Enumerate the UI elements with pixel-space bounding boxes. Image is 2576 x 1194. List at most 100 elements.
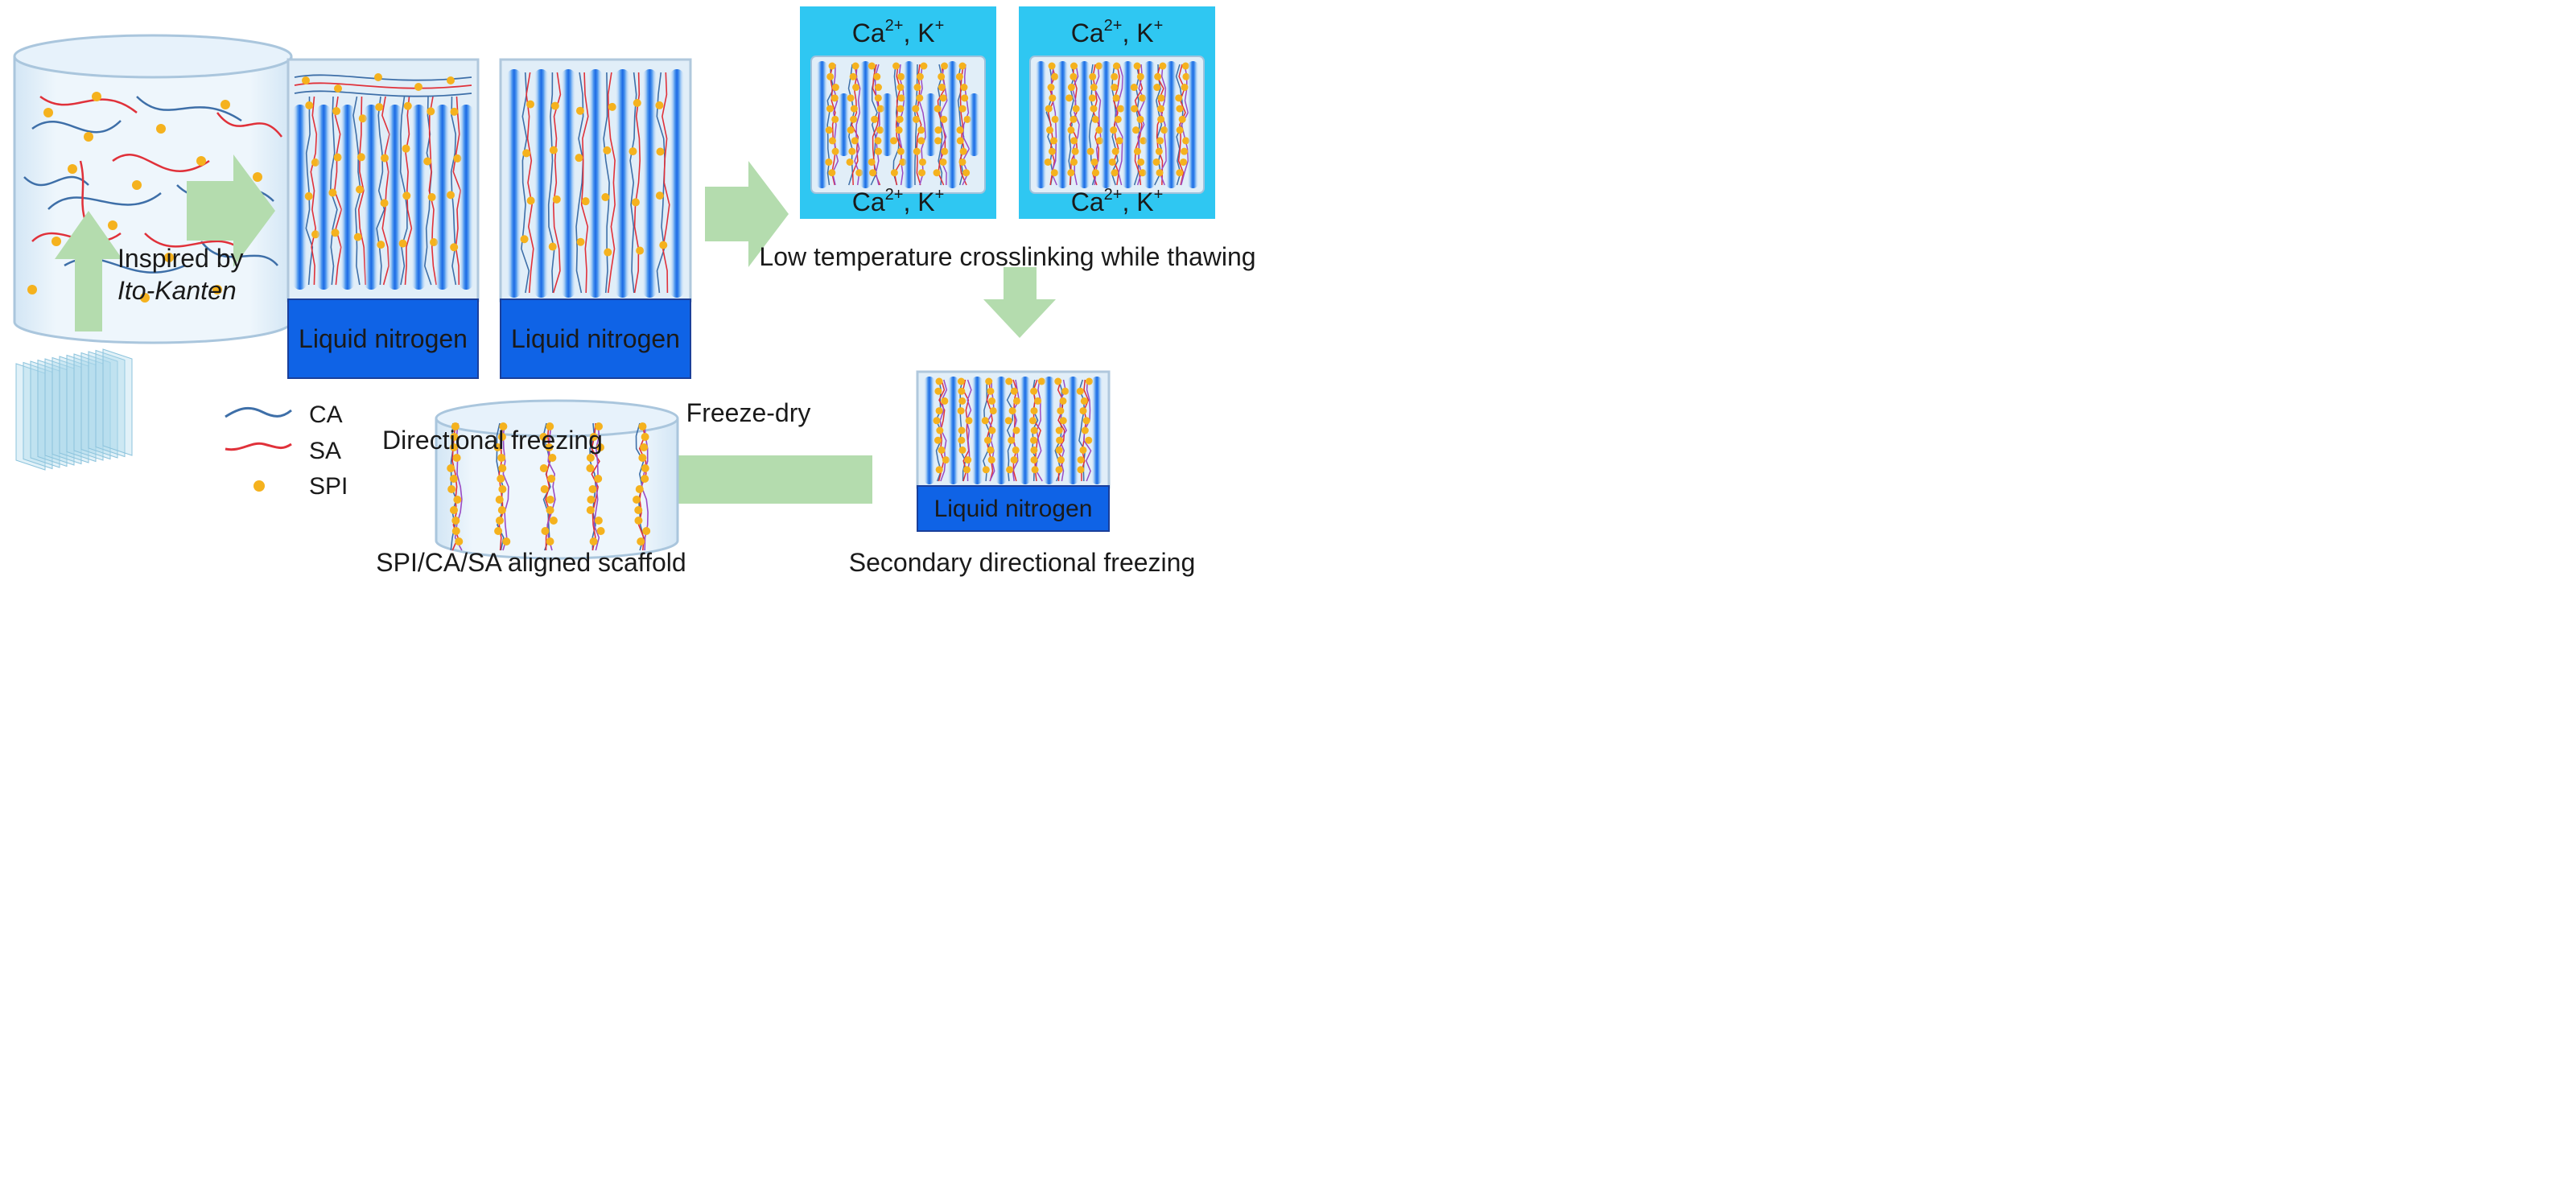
spi-particle bbox=[1176, 105, 1184, 113]
fiber bbox=[112, 154, 210, 172]
fiber bbox=[39, 95, 138, 113]
spi-particle bbox=[1065, 94, 1074, 102]
ice-column bbox=[925, 93, 937, 156]
spi-particle bbox=[1176, 126, 1184, 134]
spi-particle bbox=[848, 147, 856, 155]
spi-particle bbox=[305, 101, 314, 110]
spi-particle bbox=[1133, 147, 1141, 155]
spi-particle bbox=[638, 454, 647, 462]
spi-particle bbox=[108, 220, 117, 230]
spi-particle bbox=[828, 137, 836, 145]
ice-column bbox=[1122, 61, 1134, 188]
spi-particle bbox=[847, 126, 855, 134]
spi-particle bbox=[497, 506, 506, 514]
spi-particle bbox=[221, 100, 230, 109]
spi-particle bbox=[934, 387, 942, 395]
fiber bbox=[607, 72, 616, 294]
spi-particle bbox=[958, 105, 967, 113]
spi-particle bbox=[874, 147, 882, 155]
spi-particle bbox=[1031, 466, 1039, 474]
spi-particle bbox=[1071, 147, 1079, 155]
spi-particle bbox=[981, 417, 989, 425]
svg-text:Ca2+, K+: Ca2+, K+ bbox=[852, 186, 945, 216]
spi-particle bbox=[1030, 426, 1038, 434]
spi-particle bbox=[156, 124, 166, 134]
spi-particle bbox=[1181, 147, 1189, 155]
directional-freezing-label: Directional freezing bbox=[382, 426, 603, 455]
ice-column bbox=[971, 377, 983, 484]
ice-column bbox=[1187, 61, 1199, 188]
spi-particle bbox=[334, 84, 342, 93]
spi-particle bbox=[586, 464, 595, 472]
spi-particle bbox=[958, 446, 967, 454]
spi-particle bbox=[957, 407, 965, 415]
secondary-freezing-panel bbox=[916, 370, 1111, 532]
spi-particle bbox=[1051, 115, 1059, 123]
spi-particle bbox=[196, 156, 206, 166]
spi-particle bbox=[92, 92, 101, 101]
spi-particle bbox=[634, 517, 643, 525]
spi-particle bbox=[548, 242, 557, 251]
fiber bbox=[591, 422, 600, 551]
spi-particle bbox=[956, 137, 964, 145]
spi-particle bbox=[965, 417, 973, 425]
spi-particle bbox=[596, 443, 604, 451]
ice-column bbox=[995, 377, 1008, 484]
ice-column bbox=[1019, 377, 1031, 484]
spi-particle bbox=[988, 397, 996, 405]
spi-particle bbox=[398, 239, 407, 248]
spi-particle bbox=[1070, 137, 1078, 145]
ice-column bbox=[340, 105, 355, 290]
spi-particle bbox=[1176, 169, 1184, 177]
ion-label-2a: Ca2+, K+ bbox=[1071, 17, 1164, 47]
spi-particle bbox=[603, 146, 612, 154]
spi-particle bbox=[380, 199, 389, 208]
spi-particle bbox=[601, 193, 610, 202]
ice-column bbox=[1100, 61, 1112, 188]
fiber bbox=[1133, 64, 1140, 186]
spi-particle bbox=[916, 72, 924, 80]
ice-column bbox=[946, 61, 958, 188]
ice-column bbox=[1165, 61, 1177, 188]
spi-particle bbox=[641, 433, 649, 441]
spi-particle bbox=[1156, 137, 1164, 145]
spi-particle bbox=[1086, 147, 1094, 155]
spi-particle bbox=[1152, 158, 1160, 166]
fiber bbox=[633, 72, 641, 294]
spi-particle bbox=[1072, 105, 1080, 113]
spi-particle bbox=[941, 397, 949, 405]
spi-particle bbox=[958, 426, 966, 434]
fiber bbox=[580, 72, 589, 294]
spi-particle bbox=[331, 229, 340, 237]
spi-particle bbox=[1049, 137, 1057, 145]
spi-particle bbox=[497, 433, 506, 441]
spi-particle bbox=[546, 496, 554, 504]
spi-particle bbox=[43, 108, 53, 117]
spi-particle bbox=[1159, 62, 1167, 70]
spi-particle bbox=[596, 527, 605, 535]
spi-particle bbox=[1085, 436, 1093, 444]
spi-particle bbox=[498, 485, 507, 493]
spi-particle bbox=[451, 422, 460, 430]
spi-particle bbox=[920, 62, 928, 70]
spi-particle bbox=[918, 158, 926, 166]
ice-column bbox=[316, 105, 332, 290]
ice-column bbox=[459, 105, 474, 290]
spi-particle bbox=[633, 98, 641, 107]
ice-column bbox=[859, 61, 872, 188]
spi-particle bbox=[402, 144, 410, 153]
spi-particle bbox=[957, 377, 965, 385]
spi-particle bbox=[989, 407, 997, 415]
spi-particle bbox=[988, 426, 996, 434]
spi-particle bbox=[1006, 466, 1014, 474]
ice-column bbox=[292, 105, 307, 290]
crosslinking-panel-early bbox=[800, 6, 996, 219]
legend-ca-label: CA bbox=[309, 401, 343, 428]
spi-particle bbox=[449, 475, 458, 483]
spi-particle bbox=[546, 506, 554, 514]
spi-particle bbox=[831, 147, 839, 155]
spi-particle bbox=[962, 466, 971, 474]
spi-particle bbox=[1092, 169, 1100, 177]
spi-particle bbox=[637, 537, 645, 546]
spi-particle bbox=[1061, 387, 1070, 395]
